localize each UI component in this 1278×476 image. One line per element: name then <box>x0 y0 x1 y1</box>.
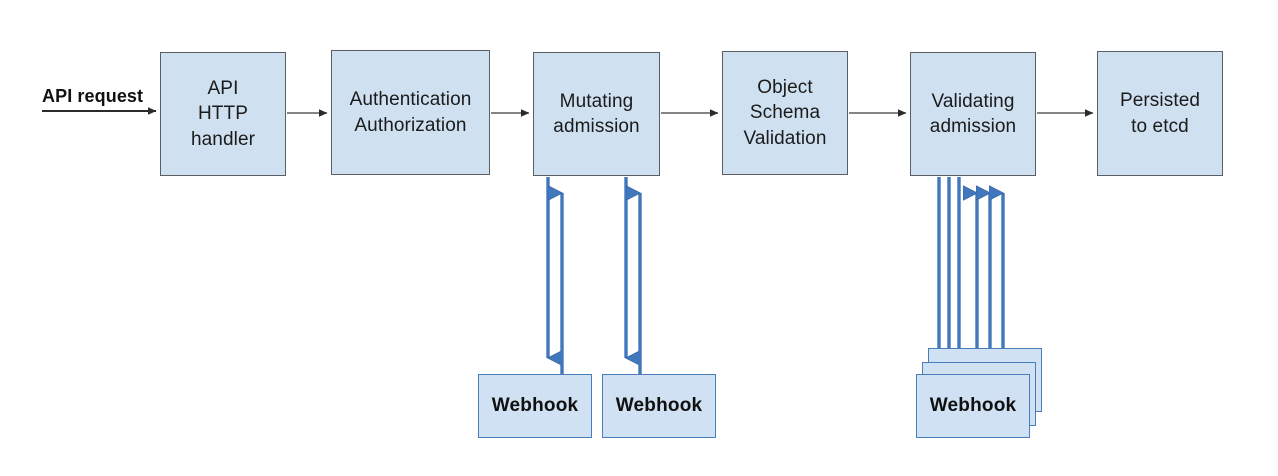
webhook-box-mutating-1[interactable]: Webhook <box>478 374 592 438</box>
webhook-box-validating-front[interactable]: Webhook <box>916 374 1030 438</box>
webhook-call-mutating-1 <box>546 177 564 374</box>
webhook-call-mutating-2 <box>624 177 642 374</box>
webhook-box-mutating-2[interactable]: Webhook <box>602 374 716 438</box>
api-request-label: API request <box>42 86 144 106</box>
stage-object-schema-validation[interactable]: Object Schema Validation <box>722 51 848 175</box>
stage-persisted-to-etcd[interactable]: Persisted to etcd <box>1097 51 1223 176</box>
stage-api-http-handler[interactable]: API HTTP handler <box>160 52 286 176</box>
stage-authentication-authorization[interactable]: Authentication Authorization <box>331 50 490 175</box>
stage-mutating-admission[interactable]: Mutating admission <box>533 52 660 176</box>
stage-validating-admission[interactable]: Validating admission <box>910 52 1036 176</box>
